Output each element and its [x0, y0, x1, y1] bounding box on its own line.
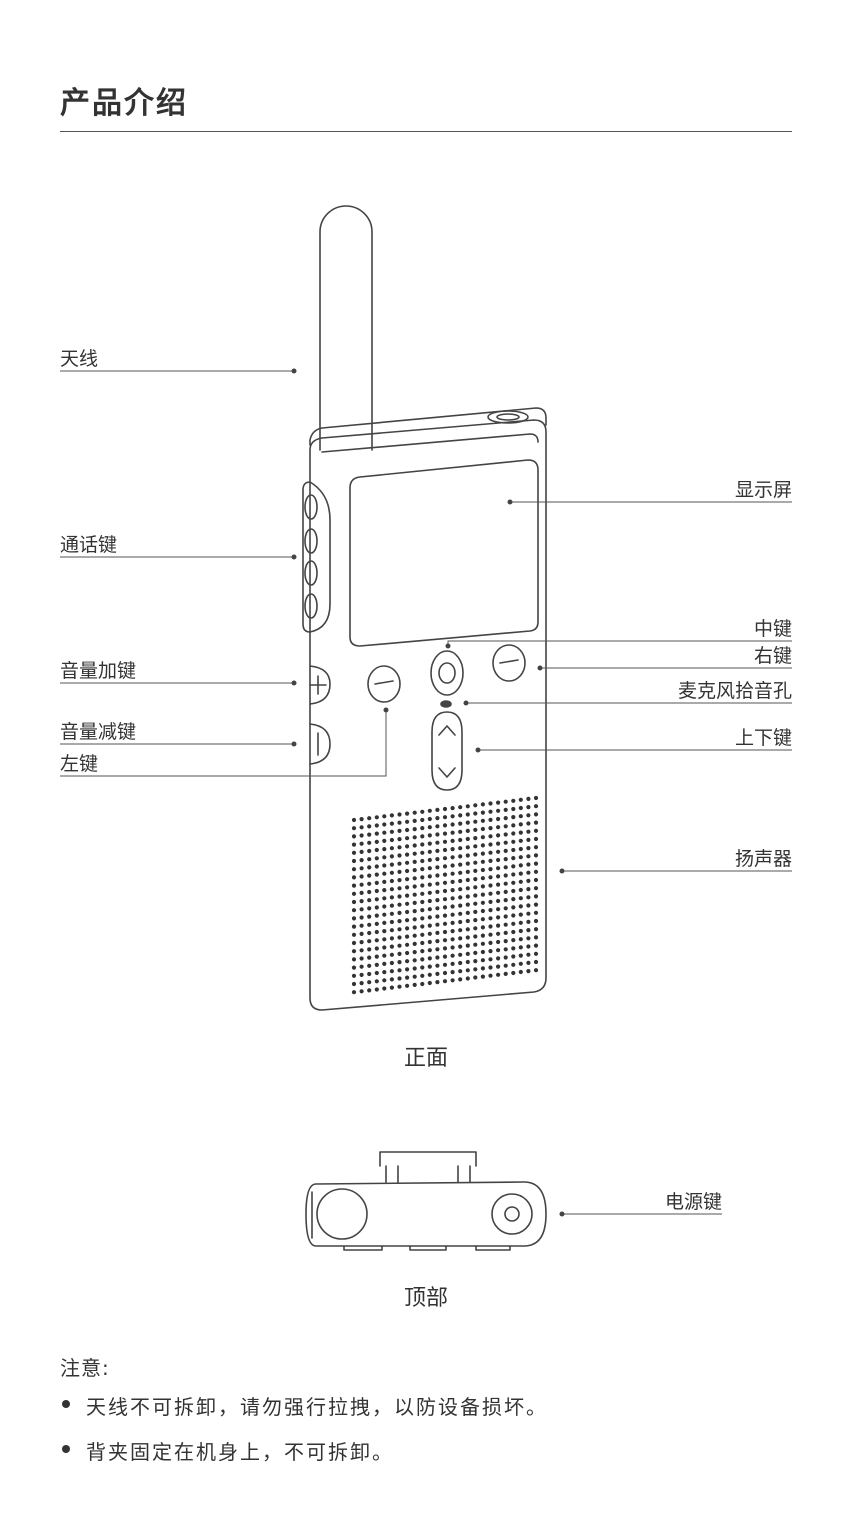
vol-down-shape — [309, 723, 331, 765]
top-view-clip — [379, 1151, 477, 1167]
left-key-shape — [367, 665, 401, 703]
caption-front: 正面 — [403, 1046, 448, 1071]
bullet-icon — [62, 1400, 70, 1408]
antenna-shape — [319, 205, 373, 451]
label-right-key: 右键 — [753, 645, 792, 667]
notes-list: 天线不可拆卸，请勿强行拉拽，以防设备损坏。 背夹固定在机身上，不可拆卸。 — [60, 1391, 548, 1465]
updown-key-shape — [431, 711, 463, 791]
label-display: 显示屏 — [734, 479, 792, 501]
notes-section: 注意: 天线不可拆卸，请勿强行拉拽，以防设备损坏。 背夹固定在机身上，不可拆卸。 — [60, 1352, 548, 1481]
display-shape — [349, 459, 539, 647]
label-updown-key: 上下键 — [734, 727, 792, 749]
device-body — [309, 419, 547, 1011]
caption-top: 顶部 — [403, 1286, 448, 1311]
list-item: 背夹固定在机身上，不可拆卸。 — [60, 1436, 548, 1465]
label-speaker: 扬声器 — [734, 848, 792, 870]
speaker-grille — [351, 795, 539, 995]
right-key-shape — [492, 644, 526, 682]
talk-key-shape — [302, 481, 331, 633]
bullet-icon — [62, 1445, 70, 1453]
top-view-body — [305, 1181, 547, 1247]
center-key-shape — [430, 650, 464, 696]
label-vol-down: 音量减键 — [60, 721, 137, 743]
label-vol-up: 音量加键 — [60, 660, 137, 682]
list-item: 天线不可拆卸，请勿强行拉拽，以防设备损坏。 — [60, 1391, 548, 1420]
label-mic: 麦克风拾音孔 — [677, 680, 792, 702]
label-center-key: 中键 — [753, 618, 792, 640]
title-divider — [60, 131, 792, 132]
label-antenna: 天线 — [60, 348, 99, 370]
label-talk-key: 通话键 — [60, 534, 118, 556]
vol-up-shape — [309, 665, 331, 705]
page-title: 产品介绍 — [60, 86, 188, 121]
notes-heading: 注意: — [60, 1356, 110, 1380]
label-power-key: 电源键 — [664, 1191, 722, 1213]
label-left-key: 左键 — [60, 753, 99, 775]
